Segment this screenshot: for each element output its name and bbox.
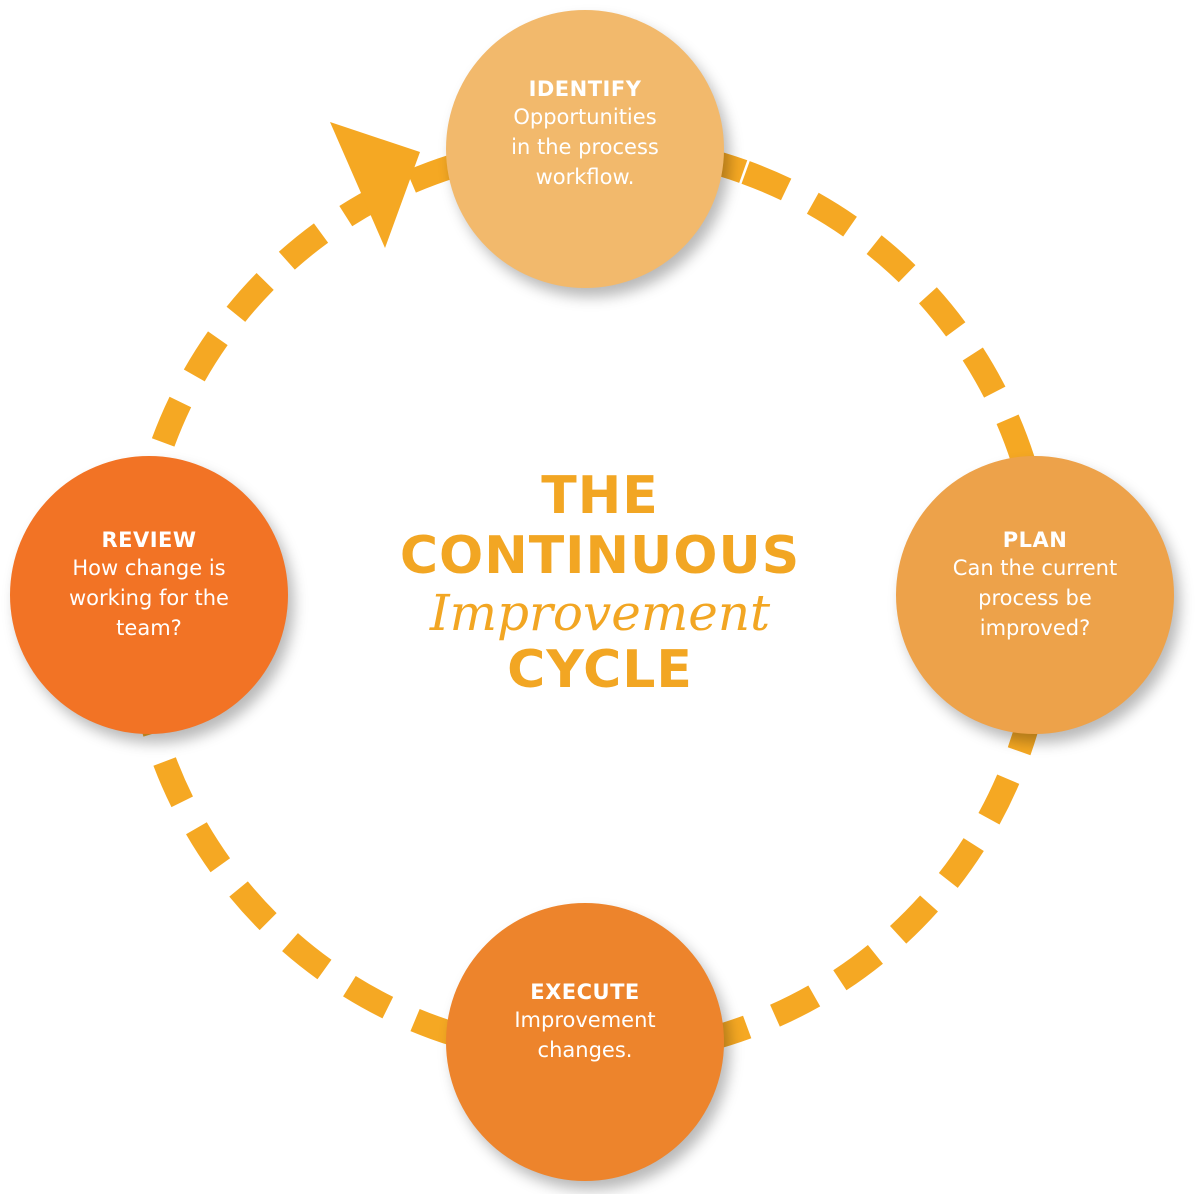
stage-execute-description: Improvement changes. [514, 1008, 656, 1062]
title-line-the: THE [541, 466, 659, 526]
cycle-title: THE CONTINUOUS Improvement CYCLE [340, 466, 860, 700]
arrowhead-icon [330, 122, 420, 248]
title-line-continuous: CONTINUOUS [399, 526, 801, 586]
stage-execute-title: EXECUTE [530, 980, 640, 1004]
stage-review-description: How change is working for the team? [69, 556, 229, 640]
stage-plan: PLAN Can the current process be improved… [896, 456, 1174, 734]
dashed-cycle-path [123, 133, 1057, 1067]
title-line-cycle: CYCLE [507, 640, 693, 700]
stage-identify-title: IDENTIFY [528, 77, 642, 101]
stage-identify: IDENTIFY Opportunities in the process wo… [446, 10, 724, 288]
stage-plan-title: PLAN [1002, 528, 1068, 552]
stage-review-title: REVIEW [101, 528, 197, 552]
title-line-improvement: Improvement [429, 584, 771, 642]
stage-identify-description: Opportunities in the process workflow. [511, 105, 659, 189]
stage-review: REVIEW How change is working for the tea… [10, 456, 288, 734]
stage-plan-description: Can the current process be improved? [952, 556, 1118, 640]
stage-execute: EXECUTE Improvement changes. [446, 903, 724, 1181]
